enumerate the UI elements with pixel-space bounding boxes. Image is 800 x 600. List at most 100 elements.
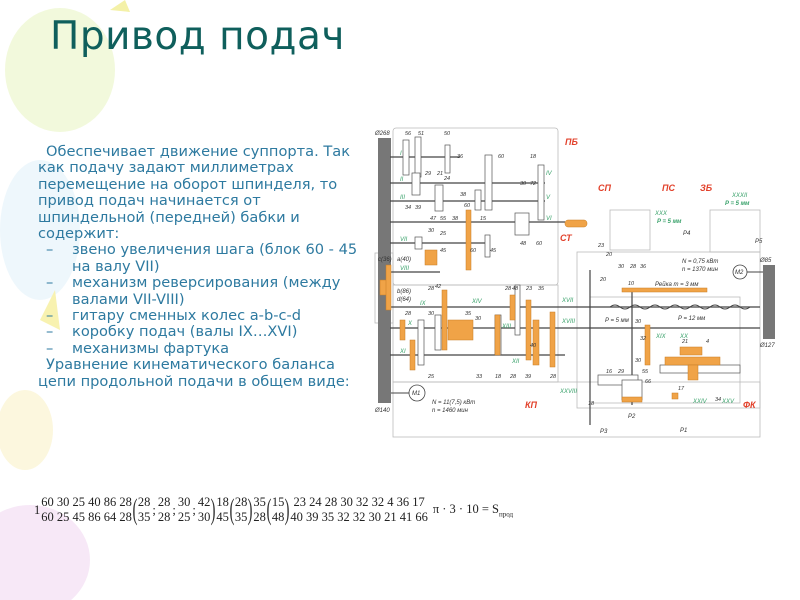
shaft-label: XXXII xyxy=(731,193,748,199)
lead-screw xyxy=(609,304,751,310)
denominator: 30 xyxy=(197,510,211,524)
gear-tooth-count: 4 xyxy=(706,339,709,345)
feed-screw-label: P = 5 мм xyxy=(605,318,629,324)
unit-labels: ПБ СП ПС ЗБ СТ КП ФК xyxy=(525,137,757,410)
gear-tooth-count: 50 xyxy=(444,131,451,137)
gear-tooth-count: 30 xyxy=(428,311,435,317)
gear-tooth-count: 23 xyxy=(597,243,605,249)
list-item: гитару сменных колес a-b-c-d xyxy=(38,307,358,325)
outro-text: Уравнение кинематического баланса цепи п… xyxy=(38,356,350,390)
gear-tooth-count: 25 xyxy=(439,231,447,237)
gear-tooth-count: 45 xyxy=(490,248,497,254)
gear-tooth-count: 29 xyxy=(424,171,431,177)
gear-tooth-count: 36 xyxy=(457,154,464,160)
gear-tooth-count: 47 xyxy=(430,216,437,222)
close-paren: ) xyxy=(284,493,290,526)
numerator: 28 xyxy=(137,495,151,509)
belt-drives xyxy=(378,138,775,403)
gear-tooth-count: 60 xyxy=(498,154,505,160)
shaft-label: XIII xyxy=(501,324,511,330)
screw-pitch: P = 5 мм xyxy=(657,219,682,225)
motor2-power: N = 0,75 кВт xyxy=(682,259,718,265)
handle-p2: P2 xyxy=(628,414,636,420)
label-kp: КП xyxy=(525,400,538,410)
shaft-label: XXV xyxy=(721,399,735,405)
handle-p5: P5 xyxy=(755,239,763,245)
shaft-label: II xyxy=(400,177,404,183)
right-belt xyxy=(763,265,775,339)
shaft-label: XXX xyxy=(654,211,668,217)
gear-tooth-count: 60 xyxy=(536,241,543,247)
shaft-label: IX xyxy=(420,301,427,307)
label-sp: СП xyxy=(598,183,611,193)
gear-tooth-count: 72 xyxy=(530,181,536,187)
gear-tooth-count: 21 xyxy=(681,339,688,345)
list-item: механизмы фартука xyxy=(38,340,358,358)
gear-tooth-count: 36 xyxy=(640,264,647,270)
shaft-label: XVII xyxy=(561,298,574,304)
guitar-c: c(36) xyxy=(378,257,392,263)
gear-tooth-count: 18 xyxy=(495,374,502,380)
gear-tooth-count: 30 xyxy=(635,358,642,364)
denominator: 45 xyxy=(216,510,229,524)
numerator: 60 30 25 40 86 28 xyxy=(41,495,132,509)
gear-tooth-count: 55 xyxy=(440,216,447,222)
rhs-text: π · 3 · 10 = S xyxy=(432,501,499,516)
gear-tooth-count: 15 xyxy=(480,216,487,222)
gear-tooth-count: 30 xyxy=(520,181,527,187)
gear-tooth-count: 18 xyxy=(530,154,537,160)
denominator: 35 xyxy=(137,510,151,524)
separator: ; xyxy=(192,502,196,517)
formula-prefix: 1 xyxy=(34,502,41,517)
shaft-label: XXVIII xyxy=(559,389,577,395)
numerator: 28 xyxy=(157,495,171,509)
motor-m2: M2 xyxy=(735,270,744,276)
pulley-d85: Ø85 xyxy=(759,258,772,264)
shaft-label: XII xyxy=(511,359,520,365)
shaft-label: XX xyxy=(679,334,689,340)
denominator: 40 39 35 32 32 30 21 41 66 xyxy=(290,510,428,524)
slide-body: Обеспечивает движение суппорта. Так как … xyxy=(38,143,358,390)
label-pb: ПБ xyxy=(565,137,578,147)
shaft-label: XXIV xyxy=(692,399,708,405)
list-item: коробку подач (валы IX…XVI) xyxy=(38,324,358,342)
gear-tooth-count: 39 xyxy=(415,205,421,211)
close-paren: ) xyxy=(210,493,216,526)
gear-tooth-count: 30 xyxy=(475,316,482,322)
label-st: СТ xyxy=(560,233,573,243)
shaft-label: XIV xyxy=(471,299,483,305)
gear-tooth-count: 24 xyxy=(443,176,450,182)
denominator: 28 xyxy=(157,510,171,524)
numerator: 15 xyxy=(271,495,285,509)
orange-gears xyxy=(379,209,721,403)
motor1-power: N = 11(7,5) кВт xyxy=(432,400,475,406)
gear-tooth-count: 45 xyxy=(440,248,447,254)
open-paren: ( xyxy=(266,493,272,526)
list-item: механизм реверсирования (между валами VI… xyxy=(38,275,358,308)
gear-tooth-count: 17 xyxy=(678,386,685,392)
gear-tooth-count: 42 xyxy=(435,284,441,290)
open-paren: ( xyxy=(229,493,235,526)
shaft-label: XIX xyxy=(655,334,667,340)
shaft-label: V xyxy=(546,195,551,201)
guitar-a: a(40) xyxy=(397,257,411,263)
gear-tooth-count: 32 xyxy=(640,336,646,342)
shaft-label: VI xyxy=(546,216,552,222)
list-item: звено увеличения шага (блок 60 - 45 на в… xyxy=(38,242,358,275)
separator: ; xyxy=(152,502,156,517)
gear-tooth-count: 66 xyxy=(645,379,652,385)
denominator: 48 xyxy=(271,510,285,524)
shaft-label: VII xyxy=(400,237,408,243)
numerator: 30 xyxy=(177,495,191,509)
intro-text: Обеспечивает движение суппорта. Так как … xyxy=(38,143,351,243)
shaft-label: XVIII xyxy=(561,319,575,325)
gear-tooth-count: 29 xyxy=(617,369,624,375)
gear-tooth-count: 30 xyxy=(428,228,435,234)
